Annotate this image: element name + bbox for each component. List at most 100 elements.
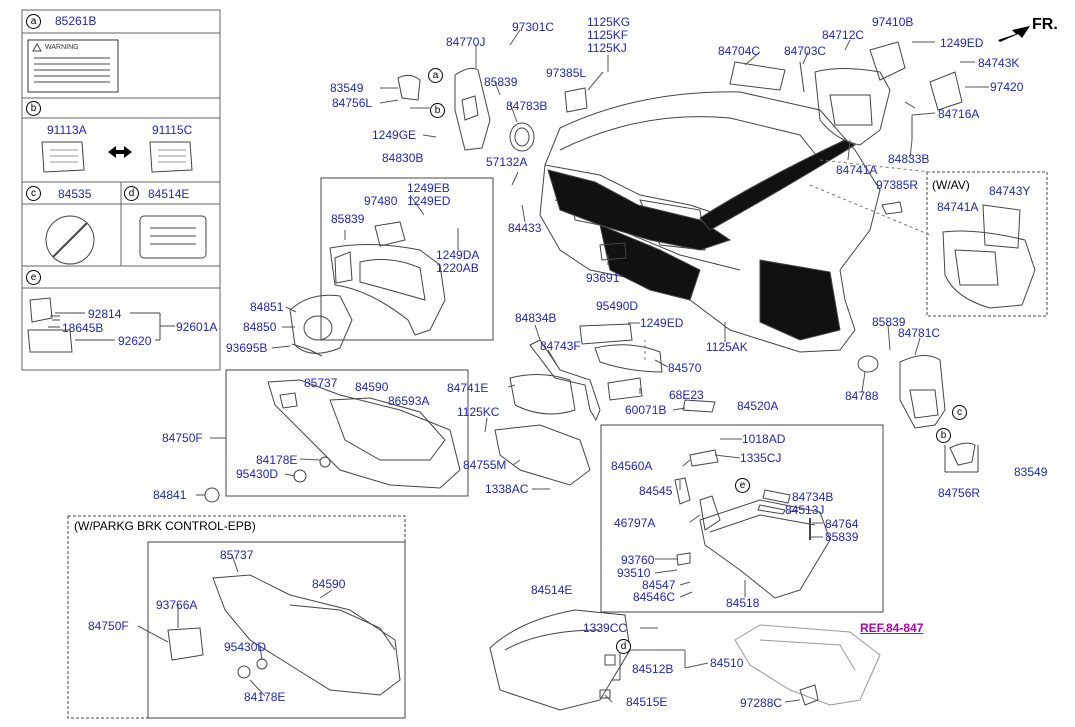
legend-letter-e: e xyxy=(26,270,41,285)
legend-part-91115C[interactable]: 91115C xyxy=(152,123,193,137)
part-label-1125KG[interactable]: 1125KG xyxy=(587,15,631,29)
part-label-84788[interactable]: 84788 xyxy=(845,389,879,403)
part-label-84510[interactable]: 84510 xyxy=(710,656,744,670)
part-label-97480[interactable]: 97480 xyxy=(364,194,398,208)
part-label-84850[interactable]: 84850 xyxy=(243,320,277,334)
part-label-84433[interactable]: 84433 xyxy=(508,221,542,235)
part-label-84756L[interactable]: 84756L xyxy=(332,96,373,110)
part-label-57132A[interactable]: 57132A xyxy=(486,155,528,169)
part-label-1125KC[interactable]: 1125KC xyxy=(457,405,500,419)
part-label-97385L[interactable]: 97385L xyxy=(546,66,587,80)
part-label-84851[interactable]: 84851 xyxy=(250,300,284,314)
part-label-84570[interactable]: 84570 xyxy=(668,361,702,375)
part-label-84518[interactable]: 84518 xyxy=(726,596,760,610)
part-label-84703C[interactable]: 84703C xyxy=(784,44,827,58)
part-label-86593A[interactable]: 86593A xyxy=(388,394,430,408)
ref-link-84-847[interactable]: REF.84-847 xyxy=(860,621,924,635)
legend-part-84514E[interactable]: 84514E xyxy=(148,187,190,201)
legend-part-91113A[interactable]: 91113A xyxy=(47,123,87,137)
part-label-1249GE[interactable]: 1249GE xyxy=(372,128,417,142)
part-label-84750F[interactable]: 84750F xyxy=(88,619,129,633)
part-label-93760[interactable]: 93760 xyxy=(621,553,655,567)
part-label-84515E[interactable]: 84515E xyxy=(626,695,668,709)
part-label-84590[interactable]: 84590 xyxy=(355,380,389,394)
legend-part-18645B[interactable]: 18645B xyxy=(62,321,104,335)
part-label-97410B[interactable]: 97410B xyxy=(872,15,914,29)
part-label-95430D[interactable]: 95430D xyxy=(236,467,279,481)
part-label-84546C[interactable]: 84546C xyxy=(633,590,676,604)
part-label-84716A[interactable]: 84716A xyxy=(938,107,980,121)
part-label-85839[interactable]: 85839 xyxy=(331,212,365,226)
part-label-93695B[interactable]: 93695B xyxy=(226,341,268,355)
legend-part-92620[interactable]: 92620 xyxy=(118,334,152,348)
part-label-1339CC[interactable]: 1339CC xyxy=(583,621,628,635)
legend-part-92601A[interactable]: 92601A xyxy=(176,320,218,334)
part-label-1125KJ[interactable]: 1125KJ xyxy=(587,41,627,55)
part-label-85839[interactable]: 85839 xyxy=(872,315,906,329)
part-label-84834B[interactable]: 84834B xyxy=(515,311,557,325)
part-label-93691[interactable]: 93691 xyxy=(586,271,620,285)
part-label-84178E[interactable]: 84178E xyxy=(244,690,286,704)
part-label-84712C[interactable]: 84712C xyxy=(822,28,865,42)
legend-part-84535[interactable]: 84535 xyxy=(58,187,92,201)
part-label-93766A[interactable]: 93766A xyxy=(156,598,198,612)
part-label-1249EB[interactable]: 1249EB xyxy=(407,181,450,195)
part-label-84764[interactable]: 84764 xyxy=(825,517,859,531)
part-label-1249ED[interactable]: 1249ED xyxy=(640,316,684,330)
part-label-84781C[interactable]: 84781C xyxy=(898,326,941,340)
legend-part-85261B[interactable]: 85261B xyxy=(55,14,97,28)
part-label-84178E[interactable]: 84178E xyxy=(256,453,298,467)
part-label-1220AB[interactable]: 1220AB xyxy=(436,261,479,275)
part-label-84545[interactable]: 84545 xyxy=(639,484,673,498)
part-label-1018AD[interactable]: 1018AD xyxy=(742,432,786,446)
part-label-60071B[interactable]: 60071B xyxy=(625,403,667,417)
part-label-68E23[interactable]: 68E23 xyxy=(669,388,704,402)
part-label-84741A[interactable]: 84741A xyxy=(836,163,878,177)
part-label-95430D[interactable]: 95430D xyxy=(224,640,267,654)
part-label-85839[interactable]: 85839 xyxy=(825,530,859,544)
part-label-1338AC[interactable]: 1338AC xyxy=(485,482,529,496)
part-label-97385R[interactable]: 97385R xyxy=(876,178,919,192)
part-label-84770J[interactable]: 84770J xyxy=(446,35,486,49)
part-label-1249ED[interactable]: 1249ED xyxy=(940,36,984,50)
part-label-97420[interactable]: 97420 xyxy=(990,80,1024,94)
part-label-84841[interactable]: 84841 xyxy=(153,488,187,502)
part-label-84743F[interactable]: 84743F xyxy=(540,339,581,353)
legend-part-92814[interactable]: 92814 xyxy=(88,307,122,321)
part-label-84755M[interactable]: 84755M xyxy=(463,458,507,472)
part-label-46797A[interactable]: 46797A xyxy=(614,516,656,530)
part-label-84560A[interactable]: 84560A xyxy=(611,459,653,473)
part-label-95490D[interactable]: 95490D xyxy=(596,299,639,313)
part-label-84514E[interactable]: 84514E xyxy=(531,583,573,597)
part-label-84513J[interactable]: 84513J xyxy=(785,503,825,517)
part-label-84783B[interactable]: 84783B xyxy=(506,99,548,113)
part-label-84750F[interactable]: 84750F xyxy=(162,431,203,445)
part-label-85737[interactable]: 85737 xyxy=(304,376,338,390)
part-label-84743Y[interactable]: 84743Y xyxy=(989,184,1031,198)
part-label-1249DA[interactable]: 1249DA xyxy=(436,248,480,262)
part-label-84590[interactable]: 84590 xyxy=(312,577,346,591)
part-label-84547[interactable]: 84547 xyxy=(642,578,676,592)
part-label-84704C[interactable]: 84704C xyxy=(718,44,761,58)
part-label-84830B[interactable]: 84830B xyxy=(382,151,424,165)
part-label-84756R[interactable]: 84756R xyxy=(938,486,981,500)
part-label-84741A[interactable]: 84741A xyxy=(937,200,979,214)
part-label-83549[interactable]: 83549 xyxy=(330,81,364,95)
part-label-97301C[interactable]: 97301C xyxy=(512,20,555,34)
part-label-85839[interactable]: 85839 xyxy=(484,75,518,89)
part-label-84741E[interactable]: 84741E xyxy=(447,381,489,395)
part-label-84743K[interactable]: 84743K xyxy=(978,56,1020,70)
part-label-85737[interactable]: 85737 xyxy=(220,548,254,562)
callout-circle: a xyxy=(428,68,443,83)
part-label-1249ED[interactable]: 1249ED xyxy=(407,194,451,208)
part-label-84833B[interactable]: 84833B xyxy=(888,152,930,166)
part-label-97288C[interactable]: 97288C xyxy=(740,696,783,710)
part-label-84512B[interactable]: 84512B xyxy=(632,662,674,676)
part-label-1125AK[interactable]: 1125AK xyxy=(706,340,748,354)
part-label-1125KF[interactable]: 1125KF xyxy=(587,28,629,42)
part-label-93510[interactable]: 93510 xyxy=(617,566,651,580)
part-label-84734B[interactable]: 84734B xyxy=(792,490,834,504)
part-label-1335CJ[interactable]: 1335CJ xyxy=(740,451,782,465)
part-label-83549[interactable]: 83549 xyxy=(1014,465,1048,479)
part-label-84520A[interactable]: 84520A xyxy=(737,399,779,413)
